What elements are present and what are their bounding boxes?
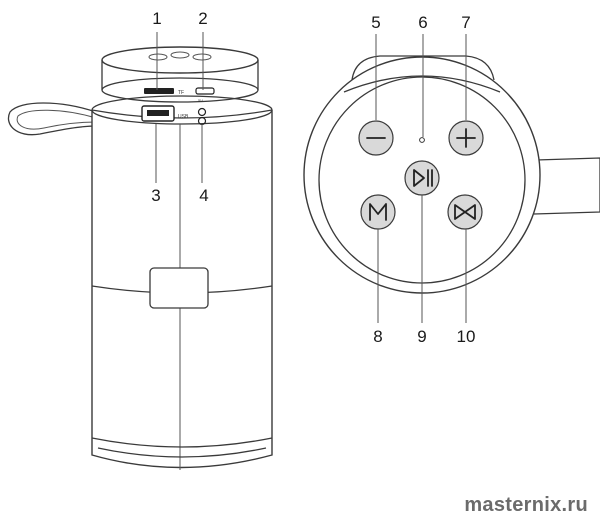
strap-stub	[533, 157, 600, 215]
speaker-top-view	[303, 34, 600, 323]
callout-2: 2	[198, 9, 207, 28]
callout-9: 9	[417, 327, 426, 346]
carry-strap	[7, 102, 97, 136]
volume-down-button[interactable]	[358, 120, 394, 156]
callout-5: 5	[371, 13, 380, 32]
callout-7: 7	[461, 13, 470, 32]
speaker-side-view: TF 5V USB	[7, 32, 273, 470]
callout-3: 3	[151, 186, 160, 205]
callout-4: 4	[199, 186, 208, 205]
svg-text:USB: USB	[178, 114, 189, 120]
tf-card-slot	[144, 88, 174, 94]
svg-text:5V: 5V	[198, 98, 203, 103]
svg-text:TF: TF	[178, 90, 184, 96]
callout-6: 6	[418, 13, 427, 32]
callout-8: 8	[373, 327, 382, 346]
play-pause-button[interactable]	[404, 160, 440, 196]
callout-10: 10	[457, 327, 476, 346]
tws-button[interactable]	[447, 194, 483, 230]
microphone-hole	[419, 137, 425, 143]
micro-usb-port	[195, 87, 215, 95]
top-cap: TF 5V	[101, 46, 259, 103]
volume-up-button[interactable]	[448, 120, 484, 156]
mode-button[interactable]	[360, 194, 396, 230]
watermark: masternix.ru	[464, 494, 588, 516]
callout-1: 1	[152, 9, 161, 28]
label-patch	[149, 267, 209, 309]
